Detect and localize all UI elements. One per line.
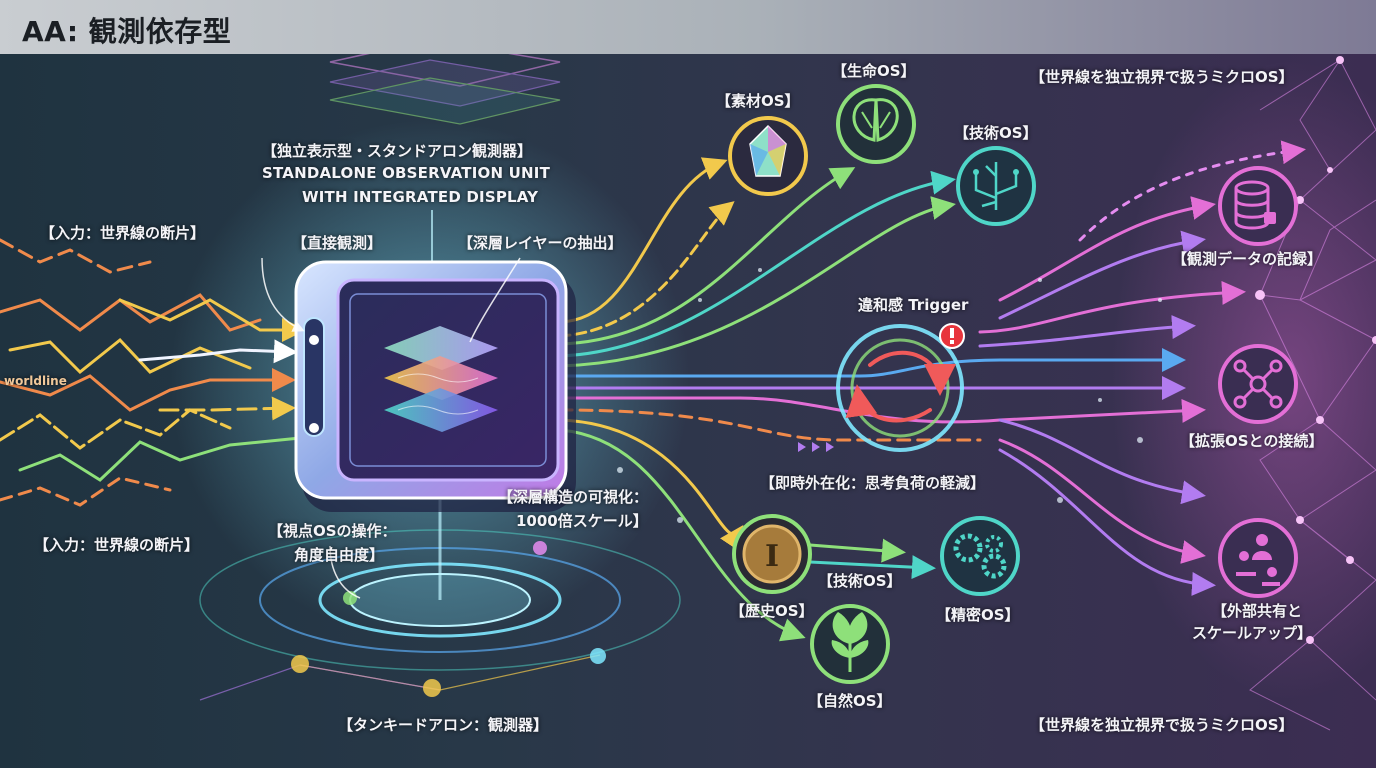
viewpoint-label-1: 【視点OSの操作： [268, 522, 397, 540]
externalize-label: 【即時外在化：思考負荷の軽減】 [760, 474, 986, 492]
sparkle-dots [617, 268, 1162, 523]
title-bar [0, 0, 1376, 54]
share-label-2: スケールアップ】 [1192, 624, 1313, 642]
base-node [423, 679, 441, 697]
crystal-gem-icon [728, 116, 808, 196]
device-label-jp: 【独立表示型・スタンドアロン観測器】 [262, 142, 533, 160]
callout-lines [261, 257, 521, 599]
gears-icon [940, 516, 1020, 596]
input-label-bottom: 【入力：世界線の断片】 [34, 536, 200, 554]
coin-icon: I [732, 514, 812, 594]
input-worldline-fragments [0, 238, 306, 507]
circuit-chip-icon [956, 146, 1036, 226]
page-title: AA: 観測依存型 [22, 15, 232, 48]
base-node [590, 648, 606, 664]
database-icon [1218, 166, 1298, 246]
chevron-markers [798, 442, 834, 452]
micro-os-label-bottom: 【世界線を独立視界で扱うミクロOS】 [1030, 716, 1294, 734]
deep-visualization-label-1: 【深層構造の可視化： [498, 488, 649, 506]
input-label-top: 【入力：世界線の断片】 [40, 224, 206, 242]
network-mesh [1249, 59, 1376, 731]
trigger-loop [836, 324, 964, 452]
precision-os-label: 【精密OS】 [936, 606, 1020, 624]
base-node [533, 541, 547, 555]
observation-device [294, 260, 576, 512]
svg-text:I: I [765, 539, 779, 574]
micro-os-label-top: 【世界線を独立視界で扱うミクロOS】 [1030, 68, 1294, 86]
device-label-en-2: WITH INTEGRATED DISPLAY [302, 188, 539, 206]
record-label: 【観測データの記録】 [1172, 250, 1323, 268]
worldline-label: worldline [4, 374, 67, 388]
history-os-label: 【歴史OS】 [730, 602, 814, 620]
share-label-1: 【外部共有と [1212, 602, 1303, 620]
output-streams [558, 140, 1306, 642]
tech-os-label-bottom: 【技術OS】 [818, 572, 902, 590]
leaf-plant-icon [810, 604, 890, 684]
observation-base-ring [199, 500, 681, 701]
direct-observation-label: 【直接観測】 [292, 234, 383, 252]
device-label-en-1: STANDALONE OBSERVATION UNIT [262, 164, 550, 182]
people-share-icon [1218, 518, 1298, 598]
material-os-label: 【素材OS】 [716, 92, 800, 110]
deep-layer-label: 【深層レイヤーの抽出】 [458, 234, 623, 252]
nature-os-label: 【自然OS】 [808, 692, 892, 710]
deep-visualization-label-2: 1000倍スケール】 [516, 512, 648, 530]
connect-label: 【拡張OSとの接続】 [1180, 432, 1324, 450]
network-hub-icon [1218, 344, 1298, 424]
viewpoint-label-2: 角度自由度】 [294, 546, 385, 564]
life-os-label: 【生命OS】 [832, 62, 916, 80]
tech-os-label-top: 【技術OS】 [954, 124, 1038, 142]
base-unit-label: 【タンキードアロン：観測器】 [338, 716, 549, 734]
base-node [291, 655, 309, 673]
trigger-label: 違和感 Trigger [858, 296, 969, 314]
network-nodes [1255, 56, 1376, 644]
alert-icon [939, 323, 965, 349]
butterfly-wing-icon [836, 84, 916, 164]
